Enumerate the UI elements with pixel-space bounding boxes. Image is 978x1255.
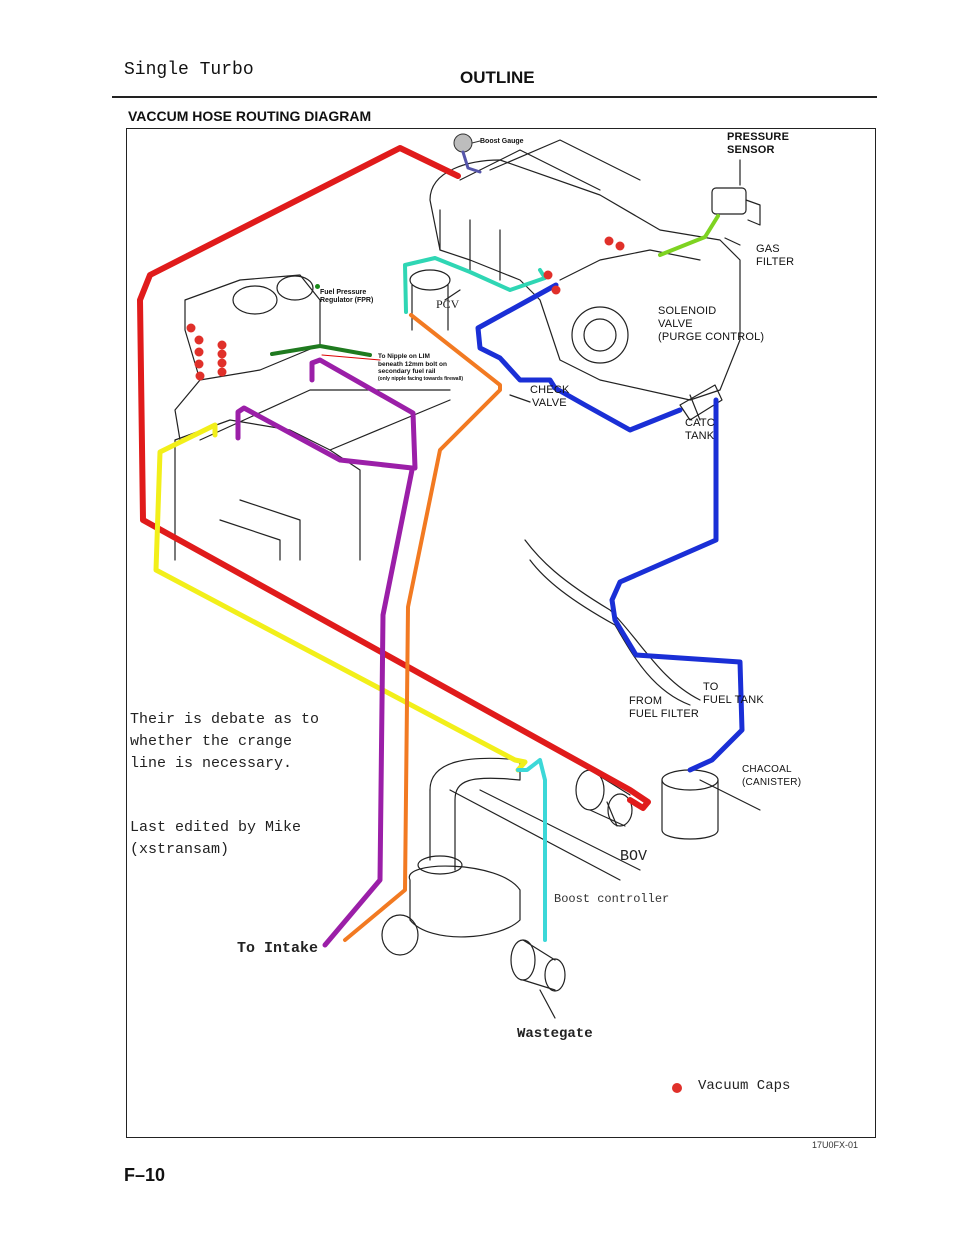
boost-controller-label: Boost controller xyxy=(554,892,670,906)
pcv-label: PCV xyxy=(436,297,460,311)
solenoid-valve-label: SOLENOID VALVE (PURGE CONTROL) xyxy=(658,305,764,344)
label-line: CATC xyxy=(685,417,715,429)
purple-hose xyxy=(235,357,418,948)
label-line: (PURGE CONTROL) xyxy=(658,331,765,343)
header-divider xyxy=(112,96,877,98)
label-line: GAS xyxy=(756,243,780,255)
label-line: FUEL FILTER xyxy=(629,708,700,720)
label-line: (only nipple facing towards firewall) xyxy=(378,375,464,382)
catch-tank-label: CATC TANK xyxy=(685,417,715,443)
vacuum-cap-dot xyxy=(551,285,561,295)
blue-hose xyxy=(475,282,745,773)
bov-label: BOV xyxy=(620,848,648,865)
label-line: FUEL TANK xyxy=(703,694,764,706)
vacuum-cap-dot xyxy=(217,367,227,377)
label-line: Regulator (FPR) xyxy=(320,297,374,304)
orange-hose xyxy=(343,313,502,942)
vacuum-cap-dot xyxy=(543,270,553,280)
diagram-frame xyxy=(126,128,876,1138)
check-valve-label: CHECK VALVE xyxy=(530,384,570,410)
page-number: F–10 xyxy=(124,1165,166,1185)
label-line: FILTER xyxy=(756,256,795,268)
diagram-title: VACCUM HOSE ROUTING DIAGRAM xyxy=(128,108,372,124)
label-line: TO xyxy=(703,681,719,693)
label-line: Fuel Pressure xyxy=(320,289,367,296)
to-fuel-tank-label: TO FUEL TANK xyxy=(703,681,764,707)
green-hose xyxy=(270,344,372,357)
label-line: secondary fuel rail xyxy=(378,368,436,375)
label-line: SOLENOID xyxy=(658,305,717,317)
red-hose xyxy=(137,145,651,811)
label-line: beneath 12mm bolt on xyxy=(378,360,447,368)
label-line: CHACOAL xyxy=(742,764,792,775)
label-line: TANK xyxy=(685,430,715,442)
debate-note: Their is debate as to whether the crange… xyxy=(130,711,320,772)
figure-code: 17U0FX-01 xyxy=(812,1140,859,1150)
section-title: OUTLINE xyxy=(460,68,535,87)
from-fuel-filter-label: FROM FUEL FILTER xyxy=(629,695,699,721)
nipple-note: To Nipple on LIM beneath 12mm bolt on se… xyxy=(378,353,463,383)
cyan-hose xyxy=(516,758,547,942)
vacuum-cap-dot xyxy=(615,241,625,251)
vacuum-cap-dot xyxy=(217,349,227,359)
document-title: Single Turbo xyxy=(124,60,254,80)
boost-gauge-label: Boost Gauge xyxy=(480,138,524,145)
vacuum-cap-dot xyxy=(194,335,204,345)
label-line: (CANISTER) xyxy=(742,777,802,788)
charcoal-canister-label: CHACOAL (CANISTER) xyxy=(742,763,801,789)
wastegate-label: Wastegate xyxy=(517,1026,593,1042)
yellow-hose xyxy=(153,422,528,773)
label-line: CHECK xyxy=(530,384,570,396)
vacuum-cap-dot xyxy=(217,340,227,350)
vacuum-cap-legend-icon xyxy=(672,1083,682,1093)
fpr-marker-icon xyxy=(315,284,320,289)
label-line: FROM xyxy=(629,695,663,707)
vacuum-cap-dot xyxy=(186,323,196,333)
vacuum-cap-dot xyxy=(195,371,205,381)
to-intake-label: To Intake xyxy=(237,940,319,957)
label-line: SENSOR xyxy=(727,144,775,156)
vacuum-cap-dot xyxy=(194,359,204,369)
vacuum-cap-dot xyxy=(194,347,204,357)
label-line: PRESSURE xyxy=(727,131,790,143)
edited-by-note: Last edited by Mike (xstransam) xyxy=(130,819,302,858)
gas-filter-label: GAS FILTER xyxy=(756,243,794,269)
fpr-label: Fuel Pressure Regulator (FPR) xyxy=(320,289,373,305)
label-line: To Nipple on LIM xyxy=(378,353,430,360)
vacuum-caps xyxy=(186,236,625,381)
label-line: VALVE xyxy=(658,318,693,330)
lime-hose xyxy=(658,214,720,257)
vacuum-caps-legend-label: Vacuum Caps xyxy=(698,1078,791,1094)
vacuum-cap-dot xyxy=(604,236,614,246)
vacuum-cap-dot xyxy=(217,358,227,368)
label-line: VALVE xyxy=(532,397,567,409)
pressure-sensor-label: PRESSURE SENSOR xyxy=(727,131,789,157)
boost-gauge-icon xyxy=(453,133,473,153)
